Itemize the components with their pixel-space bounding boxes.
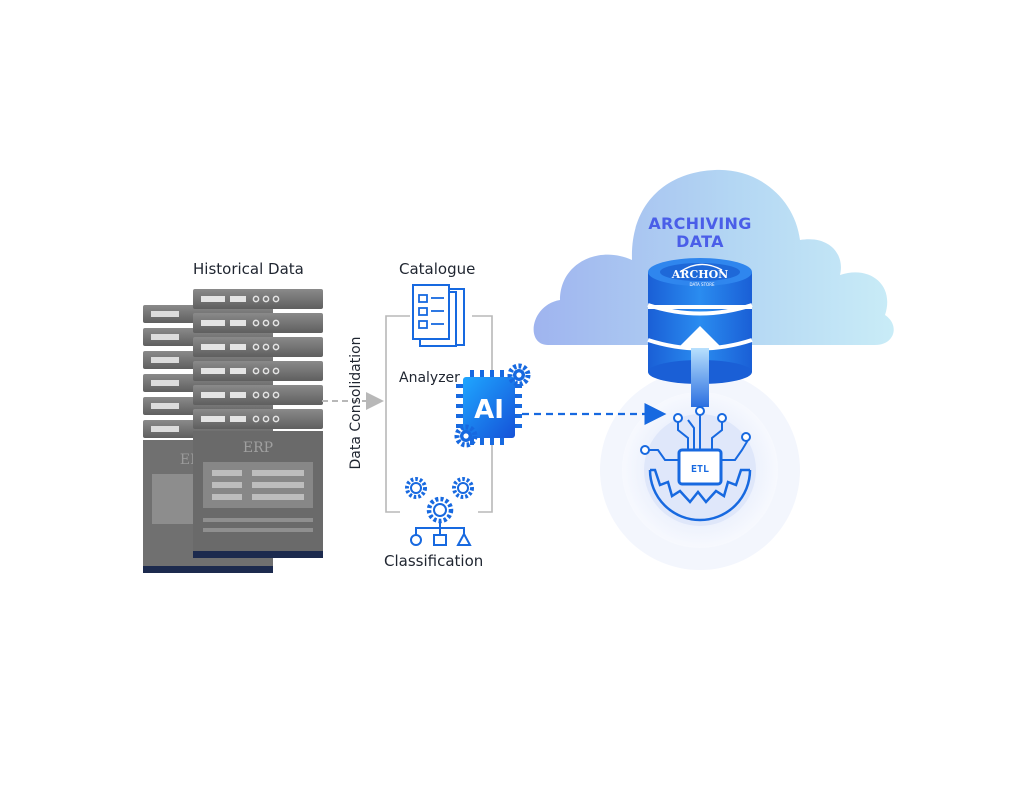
classification-gear-center-icon (426, 496, 454, 524)
etl-label: ETL (691, 464, 709, 475)
ai-chip-icon: AI (454, 363, 531, 448)
logo-subtext: DATA STORE (689, 282, 714, 287)
etl-gear-icon: ETL (640, 406, 752, 522)
classification-gear-right-icon (452, 477, 474, 499)
logo-text: ARCHON (671, 268, 728, 281)
cloud (533, 169, 894, 345)
archiving-data-title: ARCHIVING DATA (630, 215, 770, 251)
ai-gear-top-icon (507, 363, 531, 387)
analyzer-label: Analyzer (399, 370, 460, 386)
archiving-title-line1: ARCHIVING (648, 214, 752, 233)
etl-circuit-lines (648, 415, 749, 461)
classification-icon (405, 477, 474, 546)
data-consolidation-label: Data Consolidation (346, 318, 366, 488)
front-server-rack: ERP (193, 289, 323, 558)
classification-label: Classification (384, 552, 484, 570)
upload-arrow (678, 326, 722, 407)
historical-data-label: Historical Data (193, 260, 304, 278)
catalogue-label: Catalogue (399, 260, 476, 278)
catalogue-icon (412, 284, 465, 347)
archiving-title-line2: DATA (676, 232, 724, 251)
ai-label: AI (474, 395, 504, 425)
archon-logo: ARCHON DATA STORE (671, 263, 728, 287)
ai-gear-bottom-icon (454, 424, 478, 448)
consolidation-arrow (322, 392, 384, 410)
classification-gear-left-icon (405, 477, 427, 499)
front-server-label: ERP (243, 440, 273, 456)
data-consolidation-text: Data Consolidation (348, 336, 364, 470)
